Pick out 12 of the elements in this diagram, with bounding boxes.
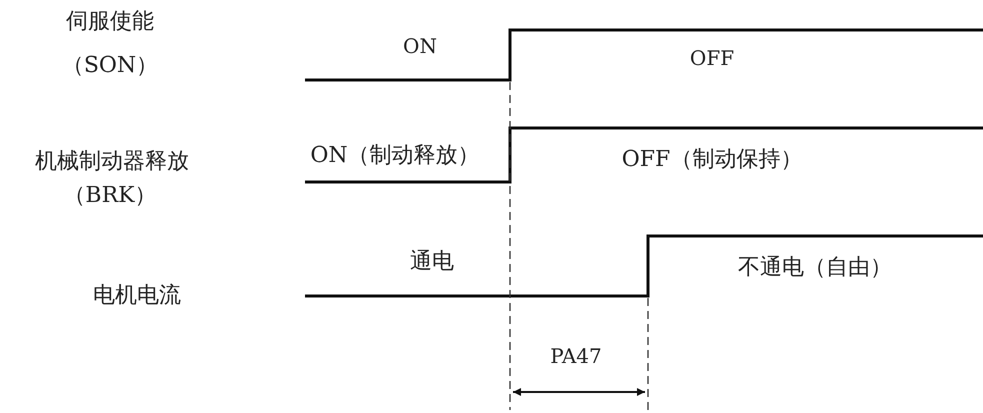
signal-name: 伺服使能 xyxy=(66,10,154,34)
state-label: OFF xyxy=(690,47,734,69)
state-label: 不通电（自由） xyxy=(738,256,892,280)
signal-name: （BRK） xyxy=(63,184,157,208)
signal-name: （SON） xyxy=(62,54,158,78)
signal-name: 机械制动器释放 xyxy=(35,150,189,174)
signal-name: 电机电流 xyxy=(93,284,181,308)
dimension-label: PA47 xyxy=(550,345,602,367)
state-label: ON xyxy=(403,35,437,57)
state-label: ON（制动释放） xyxy=(310,144,480,168)
state-label: 通电 xyxy=(410,250,454,274)
state-label: OFF（制动保持） xyxy=(622,148,802,172)
